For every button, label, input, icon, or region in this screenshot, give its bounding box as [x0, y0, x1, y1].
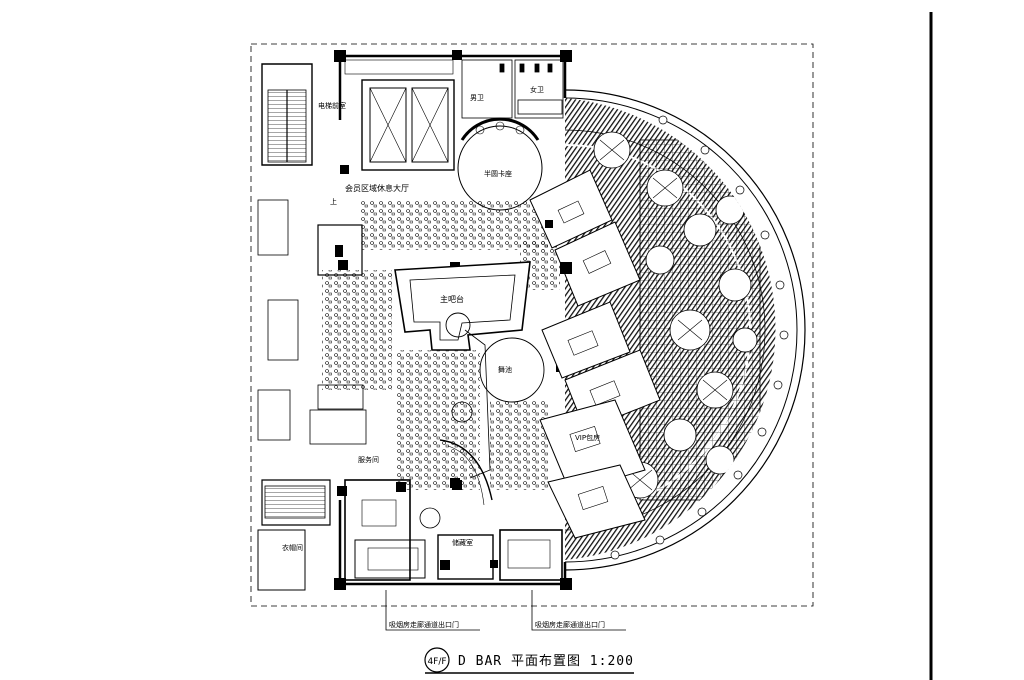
callout-right-text: 吸烟房走廊通道出口门: [535, 620, 605, 629]
drawing-title: D BAR 平面布置图 1:200: [458, 654, 634, 669]
sheet-badge: 4F/F: [427, 657, 446, 667]
label-storage: 储藏室: [452, 538, 473, 547]
label-up: 上: [330, 197, 337, 206]
stair-left: [264, 89, 326, 519]
elevator-hall: [344, 59, 455, 171]
sheet-badge-circle: [424, 647, 450, 673]
callout-left-text: 吸烟房走廊通道出口门: [389, 620, 459, 629]
main-bar: [394, 261, 531, 479]
room-labels: 电梯前室 会员区域休息大厅 半圆卡座 主吧台 舞池 男卫 女卫 VIP包房 储藏…: [282, 85, 600, 552]
label-member-lounge: 会员区域休息大厅: [345, 183, 409, 193]
label-wc-m: 男卫: [470, 94, 484, 102]
vip-rooms: [529, 169, 661, 539]
bottom-service-rooms: [257, 199, 563, 581]
title-block: 4F/F D BAR 平面布置图 1:200: [424, 647, 634, 674]
label-dance-floor: 舞池: [498, 365, 512, 374]
callout-leaders: [385, 590, 626, 631]
label-service: 服务间: [358, 455, 379, 464]
dance-floor: [419, 312, 545, 529]
lounge-seating: [322, 200, 560, 490]
fixture-blocks: [335, 165, 572, 570]
round-booth: [457, 117, 543, 211]
label-main-bar: 主吧台: [440, 294, 464, 304]
label-cloak: 衣帽间: [282, 543, 303, 552]
label-round-booth: 半圆卡座: [484, 169, 512, 178]
label-vip-room-a: VIP包房: [575, 433, 600, 442]
label-lift-lobby: 电梯前室: [318, 101, 346, 110]
label-wc-f: 女卫: [530, 85, 544, 94]
restroom-block: [461, 59, 564, 119]
